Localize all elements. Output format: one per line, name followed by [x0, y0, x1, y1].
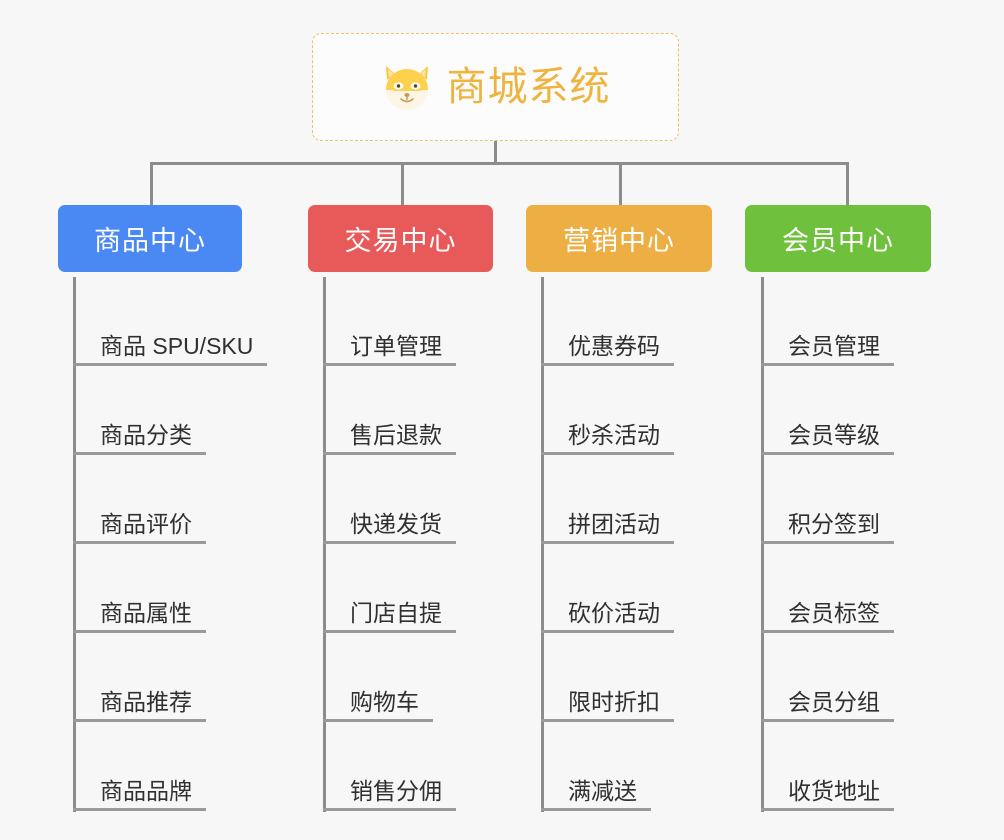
leaf-column-member: 会员管理 会员等级 积分签到 会员标签 会员分组 收货地址	[761, 277, 894, 812]
category-box-trade[interactable]: 交易中心	[308, 205, 493, 272]
leaf-label: 门店自提	[323, 600, 456, 633]
list-item[interactable]: 拼团活动	[541, 455, 674, 544]
list-item[interactable]: 秒杀活动	[541, 366, 674, 455]
leaf-label: 秒杀活动	[541, 422, 674, 455]
leaf-label: 商品推荐	[73, 689, 206, 722]
category-label-product: 商品中心	[94, 226, 206, 256]
leaf-label: 商品评价	[73, 511, 206, 544]
root-node-label: 商城系统	[446, 65, 611, 109]
category-label-marketing: 营销中心	[563, 226, 675, 256]
list-item[interactable]: 商品 SPU/SKU	[73, 277, 268, 366]
category-box-marketing[interactable]: 营销中心	[526, 205, 712, 272]
list-item[interactable]: 商品分类	[73, 366, 267, 455]
connector-horizontal-bus	[150, 162, 849, 165]
list-item[interactable]: 售后退款	[323, 366, 456, 455]
list-item[interactable]: 限时折扣	[541, 633, 674, 722]
leaf-label: 拼团活动	[541, 511, 674, 544]
category-box-product[interactable]: 商品中心	[58, 205, 242, 272]
list-item[interactable]: 会员分组	[761, 633, 894, 722]
spine-marketing	[541, 277, 544, 812]
list-item[interactable]: 快递发货	[323, 455, 456, 544]
shiba-dog-icon	[381, 63, 433, 111]
spine-member	[761, 277, 764, 812]
leaf-label: 收货地址	[761, 778, 894, 811]
connector-drop-3	[619, 162, 622, 207]
list-item[interactable]: 砍价活动	[541, 544, 674, 633]
leaf-label: 会员等级	[761, 422, 894, 455]
leaf-label: 订单管理	[323, 333, 456, 366]
list-item[interactable]: 门店自提	[323, 544, 456, 633]
list-item[interactable]: 订单管理	[323, 277, 456, 366]
connector-root-stem	[494, 141, 497, 165]
leaf-label: 销售分佣	[323, 778, 456, 811]
leaf-label: 售后退款	[323, 422, 456, 455]
leaf-label: 优惠券码	[541, 333, 674, 366]
list-item[interactable]: 满减送	[541, 722, 674, 811]
list-item[interactable]: 会员标签	[761, 544, 894, 633]
leaf-label: 商品 SPU/SKU	[73, 333, 268, 366]
leaf-label: 快递发货	[323, 511, 456, 544]
list-item[interactable]: 收货地址	[761, 722, 894, 811]
list-item[interactable]: 商品属性	[73, 544, 267, 633]
leaf-label: 商品分类	[73, 422, 206, 455]
list-item[interactable]: 积分签到	[761, 455, 894, 544]
list-item[interactable]: 商品品牌	[73, 722, 267, 811]
leaf-column-marketing: 优惠券码 秒杀活动 拼团活动 砍价活动 限时折扣 满减送	[541, 277, 674, 812]
connector-drop-4	[846, 162, 849, 207]
leaf-label: 会员管理	[761, 333, 894, 366]
leaf-column-product: 商品 SPU/SKU 商品分类 商品评价 商品属性 商品推荐 商品品牌	[73, 277, 268, 812]
category-label-trade: 交易中心	[344, 226, 457, 256]
connector-drop-2	[401, 162, 404, 207]
root-node[interactable]: 商城系统	[312, 33, 679, 141]
spine-trade	[323, 277, 326, 812]
leaf-label: 满减送	[541, 778, 651, 811]
list-item[interactable]: 优惠券码	[541, 277, 674, 366]
list-item[interactable]: 会员管理	[761, 277, 894, 366]
connector-drop-1	[150, 162, 153, 207]
category-label-member: 会员中心	[782, 226, 894, 256]
list-item[interactable]: 商品推荐	[73, 633, 267, 722]
leaf-label: 会员标签	[761, 600, 894, 633]
leaf-label: 商品属性	[73, 600, 206, 633]
leaf-label: 会员分组	[761, 689, 894, 722]
leaf-label: 购物车	[323, 689, 433, 722]
category-box-member[interactable]: 会员中心	[745, 205, 931, 272]
leaf-column-trade: 订单管理 售后退款 快递发货 门店自提 购物车 销售分佣	[323, 277, 456, 812]
list-item[interactable]: 会员等级	[761, 366, 894, 455]
leaf-label: 积分签到	[761, 511, 894, 544]
leaf-label: 限时折扣	[541, 689, 674, 722]
leaf-label: 砍价活动	[541, 600, 674, 633]
leaf-label: 商品品牌	[73, 778, 206, 811]
list-item[interactable]: 销售分佣	[323, 722, 456, 811]
list-item[interactable]: 商品评价	[73, 455, 267, 544]
spine-product	[73, 277, 76, 812]
list-item[interactable]: 购物车	[323, 633, 456, 722]
